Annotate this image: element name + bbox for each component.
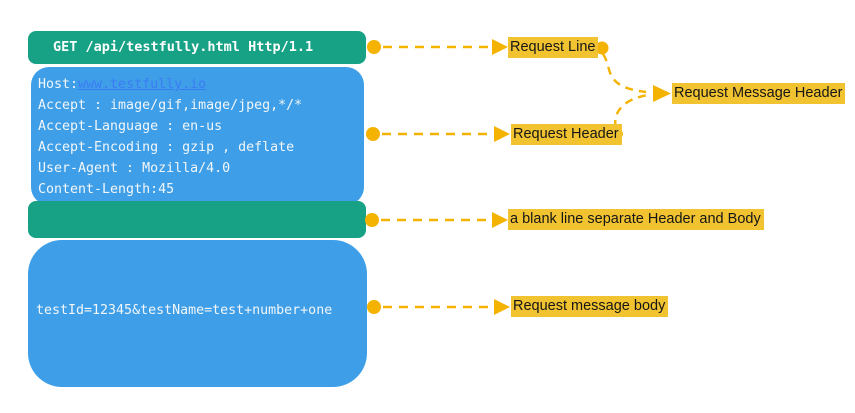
request-header-label: Request Header bbox=[511, 124, 622, 145]
request-body-box: testId=12345&testName=test+number+one bbox=[28, 240, 367, 387]
header-line-accept: Accept : image/gif,image/jpeg,*/* bbox=[38, 98, 303, 113]
host-link[interactable]: www.testfully.io bbox=[78, 77, 207, 92]
connector-dot bbox=[365, 213, 379, 227]
header-line-host: Host:www.testfully.io bbox=[38, 74, 360, 95]
arrowhead-icon bbox=[653, 85, 671, 102]
header-line-accept-language: Accept-Language : en-us bbox=[38, 119, 223, 134]
blank-line-label: a blank line separate Header and Body bbox=[508, 209, 764, 230]
arrowhead-icon bbox=[492, 39, 508, 55]
blank-line-bar bbox=[28, 201, 366, 238]
arrowhead-icon bbox=[492, 212, 508, 228]
arrowhead-icon bbox=[494, 299, 510, 315]
request-message-header-label: Request Message Header bbox=[672, 83, 846, 104]
header-line-accept-encoding: Accept-Encoding : gzip , deflate bbox=[38, 140, 295, 155]
host-label: Host: bbox=[38, 77, 79, 92]
request-body-label: Request message body bbox=[511, 296, 669, 317]
header-line-content-length: Content-Length:45 bbox=[38, 182, 175, 197]
arrowhead-icon bbox=[494, 126, 510, 142]
request-line-box: GET /api/testfully.html Http/1.1 bbox=[28, 31, 366, 64]
request-line-label: Request Line bbox=[508, 37, 599, 58]
dashed-curve bbox=[601, 53, 647, 94]
connector-dot bbox=[367, 40, 381, 54]
header-line-user-agent: User-Agent : Mozilla/4.0 bbox=[38, 161, 231, 176]
request-header-box: Host:www.testfully.io Accept : image/gif… bbox=[31, 67, 364, 205]
connector-dot bbox=[366, 127, 380, 141]
connector-dot bbox=[367, 300, 381, 314]
